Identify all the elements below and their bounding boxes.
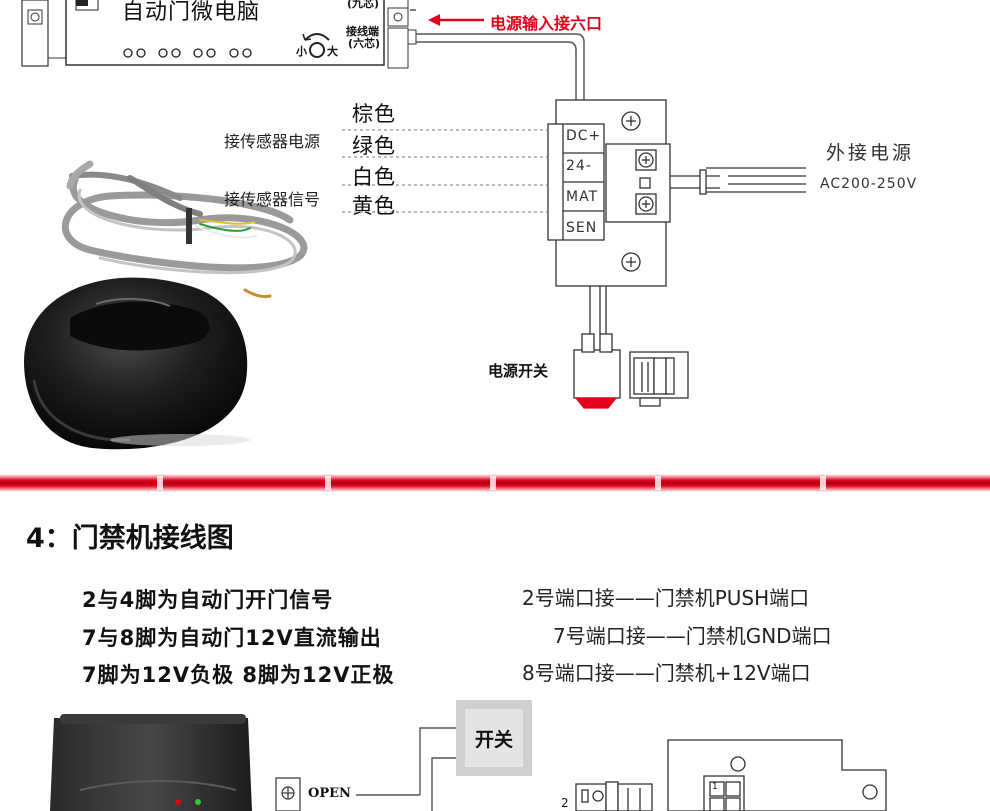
note-right-1: 2号端口接——门禁机PUSH端口 (522, 586, 810, 610)
wire-color-brown: 棕色 (352, 102, 396, 126)
external-power-cable (670, 167, 806, 195)
switch-box: 开关 (456, 700, 532, 776)
external-power-voltage: AC200-250V (820, 176, 918, 192)
note-left-1: 2与4脚为自动门开门信号 (82, 588, 334, 612)
pin-connector (575, 781, 653, 811)
note-right-2: 7号端口接——门禁机GND端口 (553, 624, 832, 648)
power-input-arrow (428, 14, 484, 26)
terminal-pin-mat: MAT (566, 189, 599, 205)
terminal-pin-sen: SEN (566, 220, 598, 236)
power-wire (410, 9, 585, 100)
terminal-label-line1: 接线端 (346, 25, 379, 38)
sensor-cable-image (61, 160, 308, 298)
wire-color-yellow: 黄色 (352, 194, 396, 218)
section-title: 4：门禁机接线图 (26, 523, 234, 554)
sensor-power-label: 接传感器电源 (224, 132, 321, 151)
switch-wires (419, 727, 456, 811)
power-switch-label: 电源开关 (488, 362, 549, 380)
screw-crosses (626, 116, 650, 267)
dome-sensor-image (24, 277, 250, 450)
pin-number-label: 2 (561, 796, 569, 810)
controller-board (667, 739, 887, 811)
note-left-2: 7与8脚为自动门12V直流输出 (82, 626, 382, 650)
power-input-label: 电源输入接六口 (490, 14, 603, 33)
section-divider (0, 474, 990, 492)
controller-title: 自动门微电脑 (122, 0, 261, 25)
speed-small-label: 小 (296, 45, 307, 58)
terminal-pin-24: 24- (566, 158, 592, 174)
sensor-signal-label: 接传感器信号 (224, 190, 321, 209)
open-terminal (275, 777, 420, 811)
wire-color-green: 绿色 (352, 134, 396, 158)
switch-label: 开关 (465, 709, 523, 767)
terminal-label-line2: (六芯) (348, 37, 381, 50)
wire-color-white: 白色 (352, 165, 396, 189)
power-switch-wiring (573, 286, 689, 409)
board-pin-label: 1 (712, 782, 718, 792)
sensor-leaders (342, 129, 548, 213)
terminal-pin-dc: DC+ (566, 128, 602, 144)
note-left-3: 7脚为12V负极 8脚为12V正极 (82, 663, 395, 687)
note-right-3: 8号端口接——门禁机+12V端口 (522, 661, 811, 685)
open-label: OPEN (308, 786, 351, 801)
terminal-block (547, 99, 671, 287)
external-power-title: 外接电源 (826, 142, 915, 164)
access-device-image (50, 714, 252, 811)
controller-box (21, 0, 417, 69)
nine-pin-label: (九芯) (347, 0, 380, 10)
speed-large-label: 大 (327, 45, 338, 58)
